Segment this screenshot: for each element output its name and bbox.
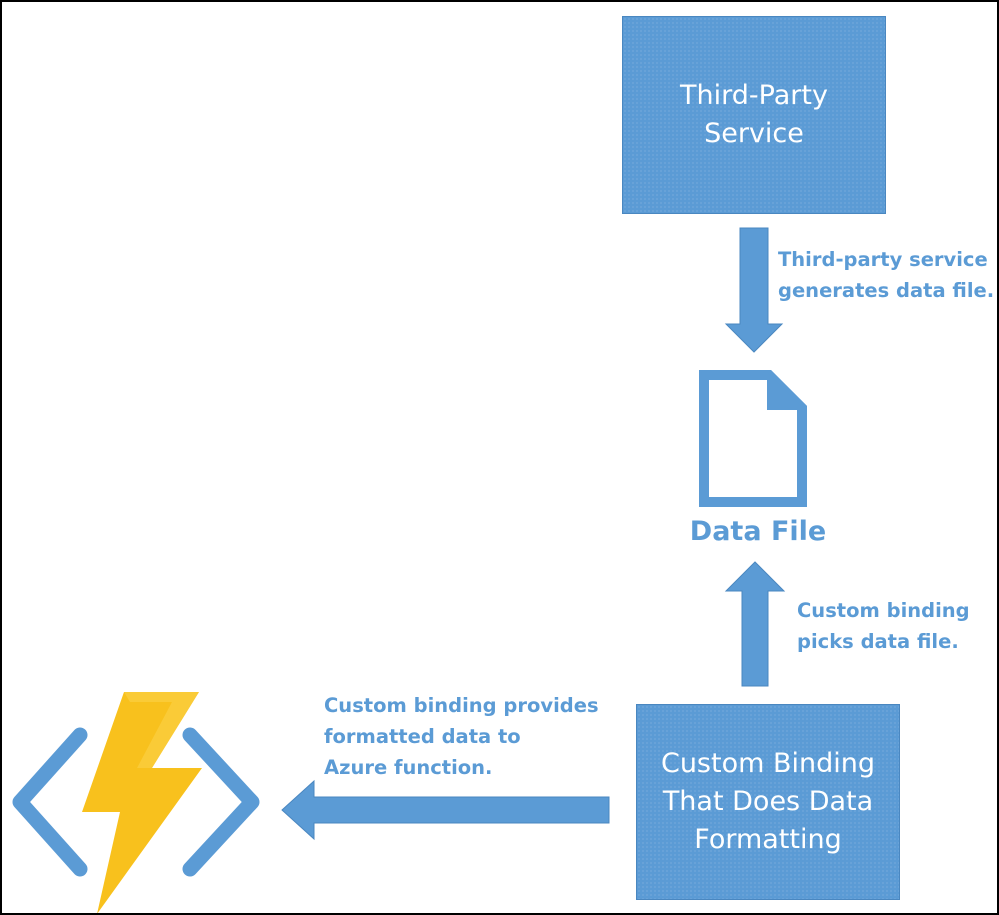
custom-binding-text: Custom Binding That Does Data Formatting xyxy=(660,748,876,855)
azure-functions-icon xyxy=(12,692,260,913)
third-party-service-text: Third-Party Service xyxy=(680,80,828,149)
arrow-left xyxy=(281,779,610,841)
custom-binding-box: Custom Binding That Does Data Formatting xyxy=(636,704,900,900)
edge-label-provides: Custom binding provides formatted data t… xyxy=(324,694,599,779)
edge-label-generates: Third-party service generates data file. xyxy=(778,248,995,302)
arrow-up xyxy=(724,561,786,687)
arrow-down xyxy=(724,227,784,353)
third-party-service-box: Third-Party Service xyxy=(622,16,886,214)
left-bracket-icon xyxy=(12,727,88,877)
document-icon xyxy=(699,370,807,507)
right-bracket-icon xyxy=(182,727,260,877)
lightning-bolt-icon xyxy=(82,692,202,913)
edge-label-picks: Custom binding picks data file. xyxy=(797,599,970,653)
data-file-label: Data File xyxy=(689,516,827,547)
